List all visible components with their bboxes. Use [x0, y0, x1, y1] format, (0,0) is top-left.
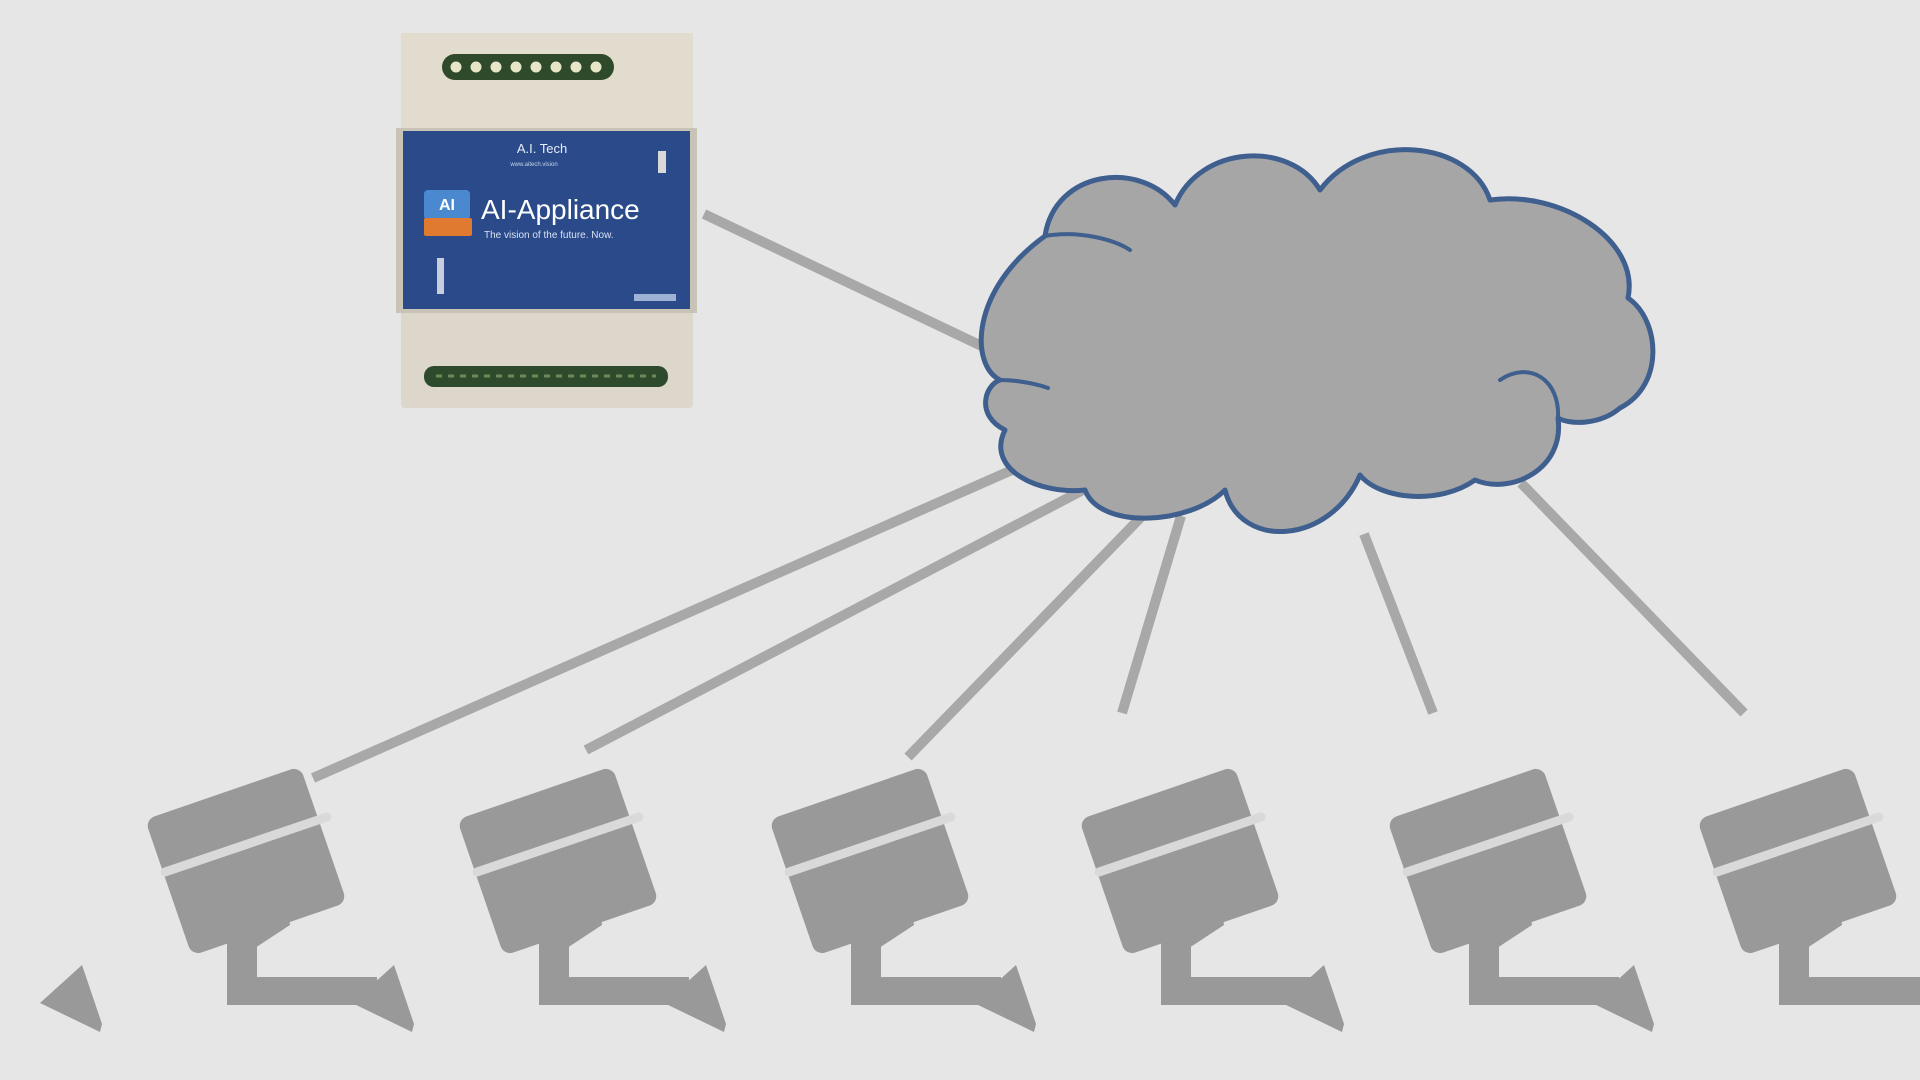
- camera-row: [40, 766, 1920, 1032]
- status-indicator: [658, 151, 666, 173]
- appliance-brand-url: www.aitech.vision: [509, 162, 557, 168]
- cctv-camera-icon: [40, 766, 377, 1032]
- appliance-product-name: AI-Appliance: [481, 194, 640, 225]
- cctv-camera-icon: [352, 766, 689, 1032]
- cloud-detail-strokes: [998, 232, 1561, 420]
- link-camera-4: [1117, 514, 1186, 715]
- appliance-tagline: The vision of the future. Now.: [484, 230, 614, 241]
- top-terminal-block: [442, 54, 614, 80]
- corner-marking: [634, 294, 676, 301]
- link-camera-3: [904, 509, 1149, 761]
- svg-text:AI: AI: [439, 197, 455, 214]
- appliance-brand: A.I. Tech: [517, 141, 567, 156]
- link-camera-6: [1517, 479, 1748, 717]
- link-camera-2: [583, 484, 1088, 755]
- link-camera-5: [1359, 532, 1438, 715]
- side-marking: [437, 258, 444, 294]
- cloud-icon: [978, 147, 1656, 534]
- cctv-camera-icon: [1592, 766, 1920, 1032]
- ai-appliance-device: AI A.I. Tech www.aitech.vision AI-Applia…: [396, 33, 697, 408]
- cctv-camera-icon: [1282, 766, 1619, 1032]
- connection-links: [310, 209, 1748, 783]
- cctv-camera-icon: [974, 766, 1311, 1032]
- cctv-camera-icon: [664, 766, 1001, 1032]
- ai-tech-logo-icon: AI: [424, 190, 472, 236]
- link-appliance-cloud: [701, 209, 993, 355]
- top-terminal-screws: [450, 61, 602, 73]
- link-camera-1: [310, 458, 1031, 783]
